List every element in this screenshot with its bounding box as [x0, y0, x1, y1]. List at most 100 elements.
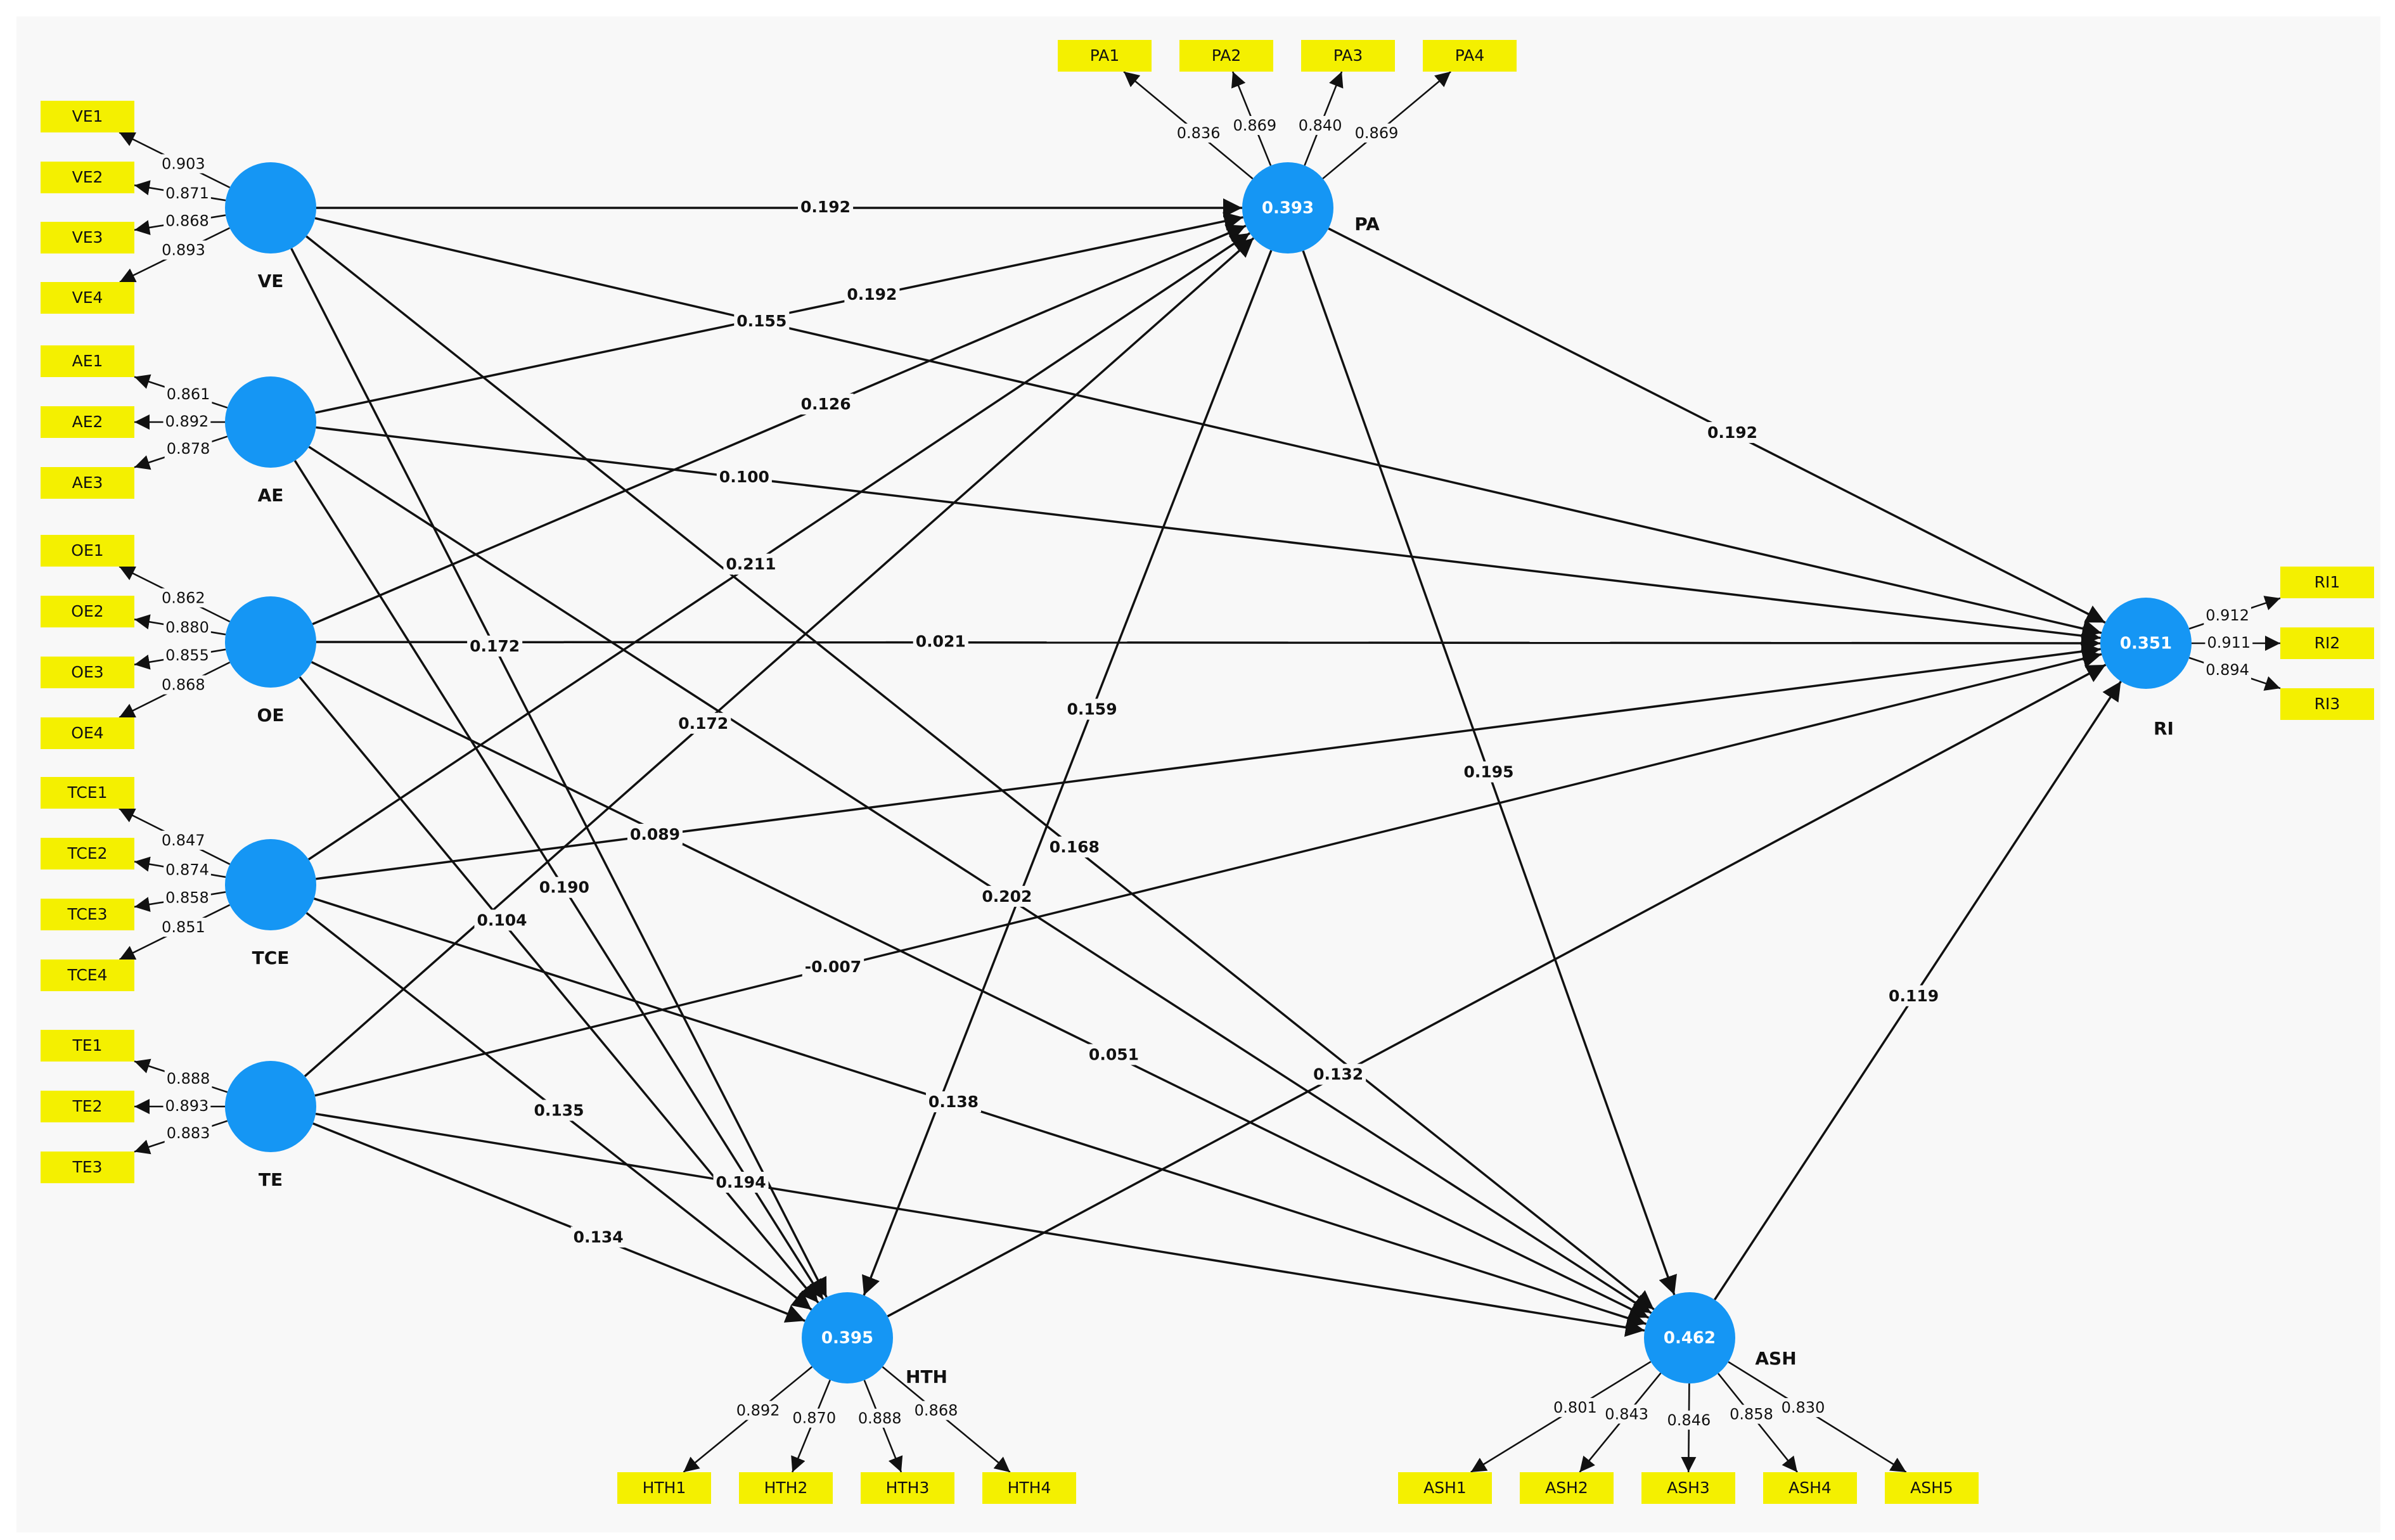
path-coefficient: 0.089: [630, 825, 680, 844]
construct-ve[interactable]: [225, 162, 316, 253]
indicator-label: VE3: [72, 228, 103, 247]
construct-te[interactable]: [225, 1061, 316, 1152]
construct-ri[interactable]: [2100, 598, 2192, 689]
path-coefficient: 0.051: [1089, 1045, 1139, 1063]
loading-value-halo: [164, 645, 211, 665]
loading-value-halo: [159, 830, 207, 850]
path-coefficient-halo: [925, 1091, 982, 1113]
indicator-box-ve2[interactable]: [41, 162, 134, 193]
construct-tce[interactable]: [225, 839, 316, 930]
indicator-label: ASH4: [1788, 1479, 1832, 1497]
loading-value-halo: [734, 1401, 782, 1420]
construct-label: HTH: [906, 1366, 947, 1387]
loading-value: 0.836: [1177, 124, 1221, 142]
indicator-box-ri1[interactable]: [2280, 567, 2374, 598]
indicator-label: HTH2: [764, 1479, 808, 1497]
construct-ae[interactable]: [225, 376, 316, 468]
indicator-box-oe3[interactable]: [41, 657, 134, 688]
diagram-background: [16, 16, 2380, 1532]
path-ve-ri: [314, 217, 2102, 638]
indicator-box-te3[interactable]: [41, 1152, 134, 1183]
path-te-hth: [312, 1122, 806, 1323]
construct-label: TCE: [252, 947, 290, 968]
constructs: VEAEOETCETE0.393PA0.395HTH0.462ASH0.351R…: [225, 162, 2192, 1387]
indicator-box-ri3[interactable]: [2280, 688, 2374, 720]
indicator-box-hth2[interactable]: [739, 1472, 833, 1504]
loading-value: 0.874: [165, 861, 209, 879]
indicator-box-ae1[interactable]: [41, 345, 134, 377]
indicator-box-ve3[interactable]: [41, 222, 134, 253]
construct-hth[interactable]: [802, 1292, 893, 1383]
indicator-box-te2[interactable]: [41, 1091, 134, 1122]
loading-value-halo: [160, 918, 207, 937]
indicator-box-ae3[interactable]: [41, 467, 134, 499]
loading-value: 0.851: [162, 918, 205, 936]
indicator-box-oe4[interactable]: [41, 717, 134, 749]
indicator-label: ASH3: [1667, 1479, 1710, 1497]
indicator-label: OE2: [71, 602, 103, 620]
path-tce-pa: [307, 232, 1251, 861]
path-coefficient: 0.194: [716, 1173, 766, 1191]
indicator-box-ash1[interactable]: [1398, 1472, 1492, 1504]
indicator-box-te1[interactable]: [41, 1030, 134, 1062]
indicator-box-ve4[interactable]: [41, 282, 134, 314]
indicator-box-hth3[interactable]: [861, 1472, 954, 1504]
r-squared-value: 0.395: [821, 1329, 873, 1348]
path-coefficient-halo: [536, 876, 592, 898]
construct-pa[interactable]: [1242, 162, 1333, 253]
indicator-label: PA3: [1333, 46, 1363, 65]
indicator-box-ash2[interactable]: [1520, 1472, 1614, 1504]
indicator-box-ve1[interactable]: [41, 101, 134, 132]
path-coefficient-halo: [1311, 1063, 1366, 1085]
path-coefficient-halo: [734, 310, 790, 331]
path-tce-ri: [316, 642, 2101, 880]
loading-value-halo: [2204, 605, 2251, 625]
indicator-label: TCE2: [67, 844, 108, 863]
path-coefficient: 0.172: [678, 714, 728, 733]
indicator-box-tce4[interactable]: [41, 959, 134, 991]
indicator-box-tce1[interactable]: [41, 777, 134, 809]
path-te-ri: [314, 649, 2102, 1097]
indicator-box-ash4[interactable]: [1763, 1472, 1857, 1504]
indicator-label: ASH1: [1423, 1479, 1467, 1497]
path-coefficient: 0.159: [1067, 700, 1117, 719]
construct-ash[interactable]: [1644, 1292, 1735, 1383]
path-coefficients: 0.1920.1550.1680.1720.1920.1000.2020.190…: [467, 196, 1942, 1248]
loading-value: 0.868: [915, 1402, 958, 1420]
path-coefficient-halo: [1886, 985, 1942, 1006]
path-coefficient: 0.192: [847, 285, 897, 304]
indicator-box-hth4[interactable]: [982, 1472, 1076, 1504]
loading-value-halo: [856, 1408, 904, 1428]
indicator-box-oe1[interactable]: [41, 535, 134, 567]
path-coefficient-halo: [798, 394, 854, 415]
construct-label: TE: [259, 1169, 283, 1190]
indicator-box-oe2[interactable]: [41, 596, 134, 627]
indicator-box-ash3[interactable]: [1641, 1472, 1735, 1504]
construct-label: ASH: [1755, 1348, 1796, 1369]
indicator-label: HTH3: [886, 1479, 930, 1497]
indicator-box-ash5[interactable]: [1885, 1472, 1979, 1504]
indicator-box-tce2[interactable]: [41, 838, 134, 869]
indicator-box-pa4[interactable]: [1423, 40, 1517, 72]
loading-value: 0.903: [162, 155, 205, 172]
indicator-box-hth1[interactable]: [617, 1472, 711, 1504]
loading-value-halo: [164, 211, 211, 231]
construct-oe[interactable]: [225, 596, 316, 688]
loading-value-halo: [1551, 1397, 1599, 1417]
indicator-box-ri2[interactable]: [2280, 627, 2374, 659]
path-coefficient: 0.202: [982, 887, 1032, 906]
path-coefficient: 0.134: [574, 1228, 624, 1246]
indicator-box-pa1[interactable]: [1058, 40, 1152, 72]
path-coefficient: 0.172: [470, 637, 520, 655]
indicator-box-tce3[interactable]: [41, 899, 134, 930]
loading-value: 0.893: [162, 241, 205, 259]
indicator-box-pa2[interactable]: [1179, 40, 1273, 72]
path-coefficient-halo: [531, 1100, 587, 1121]
indicator-label: TCE3: [67, 905, 108, 923]
construct-label: RI: [2154, 718, 2174, 739]
path-coefficient-halo: [467, 635, 523, 657]
loading-value-halo: [164, 439, 212, 459]
indicator-box-pa3[interactable]: [1301, 40, 1395, 72]
path-oe-ri: [316, 633, 2101, 653]
indicator-box-ae2[interactable]: [41, 406, 134, 438]
